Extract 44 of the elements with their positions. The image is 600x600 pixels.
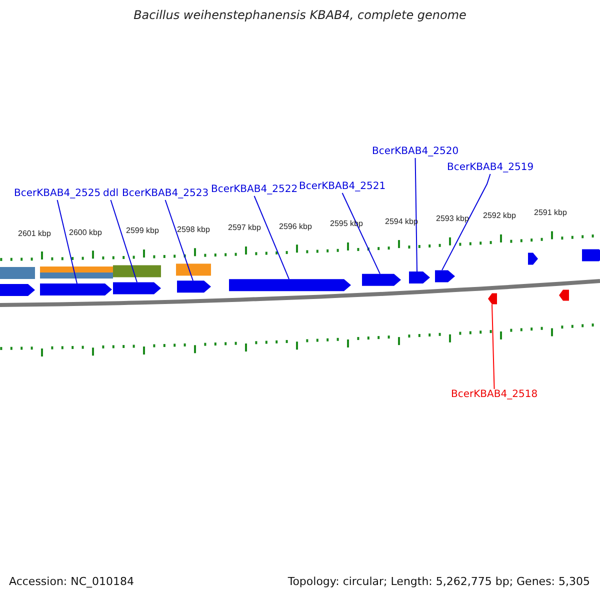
scale-label: 2592 kbp: [483, 212, 516, 220]
scale-label: 2600 kbp: [69, 228, 102, 237]
scale-label: 2601 kbp: [18, 230, 51, 238]
leader-line: [56, 200, 78, 284]
gene-feature: [229, 279, 351, 292]
gene-feature: [113, 265, 161, 278]
leader-line: [254, 196, 290, 280]
gene-feature: [176, 264, 211, 276]
leader-line: [492, 304, 495, 390]
gene-label: BcerKBAB4_2519: [447, 163, 534, 173]
gene-label: BcerKBAB4_2522: [211, 185, 298, 195]
gene-feature: [113, 282, 161, 294]
gene-feature: [559, 290, 569, 301]
genome-stats-text: Topology: circular; Length: 5,262,775 bp; Genes: 5,305: [288, 576, 590, 587]
gene-feature: [488, 293, 497, 304]
gene-label: BcerKBAB4_2518: [451, 390, 538, 400]
scale-label: 2596 kbp: [279, 222, 312, 231]
gene-feature: [0, 284, 35, 296]
gene-feature: [528, 252, 538, 265]
leader-line: [442, 174, 491, 271]
scale-label: 2598 kbp: [177, 226, 210, 234]
gene-label: ddl: [103, 189, 118, 199]
gene-feature: [0, 267, 35, 279]
accession-text: Accession: NC_010184: [9, 576, 134, 587]
leader-line: [342, 192, 380, 274]
gene-feature: [40, 266, 113, 279]
gene-label: BcerKBAB4_2520: [372, 147, 459, 157]
scale-label: 2599 kbp: [126, 227, 159, 236]
leader-line: [414, 158, 418, 272]
gene-feature: [435, 270, 455, 282]
gene-label: BcerKBAB4_2525: [14, 189, 101, 199]
gene-feature: [177, 280, 211, 293]
scale-label: 2591 kbp: [534, 209, 567, 218]
gene-label: BcerKBAB4_2523: [122, 189, 209, 199]
leader-line: [164, 200, 194, 282]
gene-label: BcerKBAB4_2521: [299, 182, 386, 192]
gene-feature: [409, 272, 430, 284]
scale-label: 2597 kbp: [228, 224, 261, 232]
gene-feature: [362, 274, 401, 286]
scale-label: 2593 kbp: [436, 215, 469, 224]
diagram-title: Bacillus weihenstephanensis KBAB4, complete genome: [132, 9, 468, 21]
leader-line: [110, 200, 138, 283]
gene-feature: [582, 249, 600, 262]
gene-feature: [40, 284, 112, 296]
